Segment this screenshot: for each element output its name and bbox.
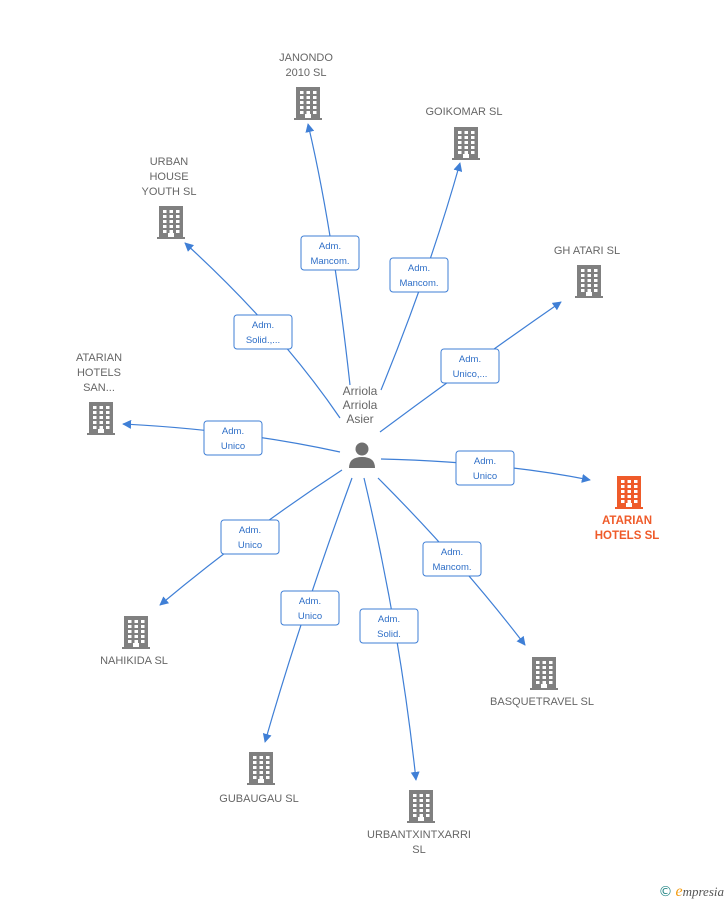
company-name: GH ATARI SL — [554, 245, 620, 257]
building-icon — [247, 752, 275, 785]
relation-text: Solid.,... — [246, 335, 280, 346]
company-name: SAN... — [83, 382, 115, 394]
building-icon — [407, 790, 435, 823]
company-node-atarian-san[interactable]: ATARIAN HOTELS SAN... — [76, 352, 122, 435]
relation-text: Adm. — [299, 596, 321, 607]
building-icon — [157, 206, 185, 239]
relation-badge-basquetravel[interactable]: Adm. Mancom. — [422, 541, 482, 577]
company-node-basquetravel[interactable]: BASQUETRAVEL SL — [490, 657, 594, 708]
company-node-gh-atari[interactable]: GH ATARI SL — [554, 245, 620, 298]
brand-initial: e — [675, 883, 683, 900]
company-name: URBANTXINTXARRI — [367, 829, 471, 841]
company-node-janondo[interactable]: JANONDO 2010 SL — [279, 52, 333, 120]
company-name: GUBAUGAU SL — [219, 793, 298, 805]
relation-text: Unico,... — [453, 369, 488, 380]
company-name: HOUSE — [149, 171, 188, 183]
relation-text: Unico — [221, 441, 245, 452]
company-name: NAHIKIDA SL — [100, 655, 168, 667]
building-icon — [530, 657, 558, 690]
building-icon — [122, 616, 150, 649]
company-node-nahikida[interactable]: NAHIKIDA SL — [100, 616, 168, 667]
relation-badge-goikomar[interactable]: Adm. Mancom. — [389, 257, 449, 293]
relation-badge-urban-house[interactable]: Adm. Solid.,... — [233, 314, 293, 350]
company-name: 2010 SL — [286, 67, 327, 79]
relation-text: Adm. — [319, 241, 341, 252]
company-name: ATARIAN — [76, 352, 122, 364]
copyright-icon: © — [658, 884, 673, 900]
relation-text: Adm. — [239, 525, 261, 536]
relation-badge-janondo[interactable]: Adm. Mancom. — [300, 235, 360, 271]
company-node-goikomar[interactable]: GOIKOMAR SL — [425, 106, 503, 160]
relation-text: Adm. — [441, 547, 463, 558]
brand-name: mpresia — [682, 884, 724, 899]
company-node-atarian-hotels[interactable]: ATARIAN HOTELS SL — [595, 476, 660, 542]
company-name: GOIKOMAR SL — [425, 106, 502, 118]
person-name: Asier — [346, 412, 373, 426]
company-name: ATARIAN — [602, 515, 652, 527]
relation-text: Unico — [238, 540, 262, 551]
company-name: JANONDO — [279, 52, 333, 64]
relation-text: Mancom. — [399, 278, 438, 289]
company-name: HOTELS SL — [595, 530, 660, 542]
relation-badge-gubaugau[interactable]: Adm. Unico — [280, 590, 340, 626]
company-node-urbantxintxarri[interactable]: URBANTXINTXARRI SL — [367, 790, 471, 856]
company-nodes: JANONDO 2010 SL GOIKOMAR SL URBAN HOUSE YOUTH… — [76, 52, 659, 856]
relation-text: Mancom. — [310, 256, 349, 267]
company-name: BASQUETRAVEL SL — [490, 696, 594, 708]
relation-text: Adm. — [222, 426, 244, 437]
building-icon — [575, 265, 603, 298]
relation-text: Adm. — [252, 320, 274, 331]
relation-text: Adm. — [408, 263, 430, 274]
person-name: Arriola — [343, 398, 378, 412]
building-icon — [87, 402, 115, 435]
company-name: URBAN — [150, 156, 189, 168]
building-icon — [294, 87, 322, 120]
company-name: SL — [412, 844, 425, 856]
relation-text: Mancom. — [432, 562, 471, 573]
relation-text: Adm. — [474, 456, 496, 467]
relation-text: Adm. — [459, 354, 481, 365]
relation-badge-nahikida[interactable]: Adm. Unico — [220, 519, 280, 555]
relation-badge-atarian-san[interactable]: Adm. Unico — [203, 420, 263, 456]
relation-badge-atarian-hotels[interactable]: Adm. Unico — [455, 450, 515, 486]
relation-text: Adm. — [378, 614, 400, 625]
company-name: YOUTH SL — [141, 186, 196, 198]
person-name: Arriola — [343, 384, 378, 398]
building-icon — [615, 476, 643, 509]
relation-text: Unico — [473, 471, 497, 482]
relation-text: Solid. — [377, 629, 401, 640]
company-node-urban-house[interactable]: URBAN HOUSE YOUTH SL — [141, 156, 197, 239]
company-name: HOTELS — [77, 367, 121, 379]
relation-labels: Adm.Mancom.Adm.Mancom.Adm.Solid.,...Adm.… — [203, 235, 515, 644]
relation-text: Unico — [298, 611, 322, 622]
person-icon — [349, 442, 375, 468]
relation-badge-urbantxintxarri[interactable]: Adm. Solid. — [359, 608, 419, 644]
building-icon — [452, 127, 480, 160]
relation-badge-gh-atari[interactable]: Adm. Unico,... — [440, 348, 500, 384]
company-node-gubaugau[interactable]: GUBAUGAU SL — [219, 752, 299, 805]
footer-brand: © e mpresia — [658, 883, 724, 901]
